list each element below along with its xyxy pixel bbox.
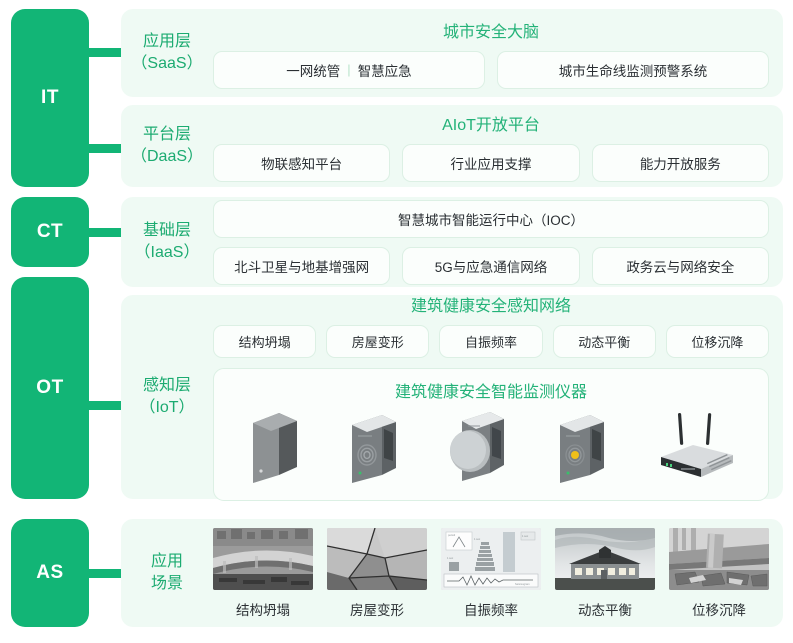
scene-item-4[interactable]: 动态平衡	[555, 527, 655, 619]
pill-iaas-ioc[interactable]: 智慧城市智能运行中心（IOC）	[213, 199, 769, 238]
pill-daas-1[interactable]: 物联感知平台	[213, 143, 391, 182]
card-scenarios: 应用 场景	[121, 519, 783, 627]
collapsed-overpass-image	[213, 527, 313, 590]
pill-row-iaas: 北斗卫星与地基增强网 5G与应急通信网络 政务云与网络安全	[213, 246, 769, 285]
house-at-dusk-image	[555, 527, 655, 590]
rail-block-ot[interactable]: OT	[11, 277, 89, 499]
card-iaas: 基础层 （IaaS） 智慧城市智能运行中心（IOC） 北斗卫星与地基增强网 5G…	[121, 197, 783, 287]
connector-it-saas	[89, 48, 125, 57]
card-title-daas: AIoT开放平台	[442, 116, 540, 134]
scene-item-3[interactable]: period 1 sec 1 sec 1 sec Seismogram 自振频率	[441, 527, 541, 619]
pill-row-saas: 一网统管 | 智慧应急 城市生命线监测预警系统	[213, 50, 769, 89]
layer-rail: IT CT OT AS	[11, 0, 89, 643]
sensor-box-dark-icon	[243, 405, 305, 490]
scene-caption-3: 自振频率	[464, 602, 518, 618]
tag-iot-4[interactable]: 动态平衡	[552, 324, 656, 358]
svg-text:1 sec: 1 sec	[522, 534, 529, 538]
svg-text:1 sec: 1 sec	[474, 537, 481, 541]
pill-row-daas: 物联感知平台 行业应用支撑 能力开放服务	[213, 143, 769, 182]
scene-caption-2: 房屋变形	[350, 602, 404, 618]
layer-label-saas: 应用层 （SaaS）	[131, 33, 203, 72]
rail-block-it[interactable]: IT	[11, 9, 89, 187]
layer-label-daas: 平台层 （DaaS）	[130, 126, 204, 165]
tag-iot-1[interactable]: 结构坍塌	[213, 324, 317, 358]
rail-label-it: IT	[41, 87, 59, 108]
layer-label-iaas: 基础层 （IaaS）	[134, 222, 200, 261]
pill-iaas-3[interactable]: 政务云与网络安全	[591, 246, 769, 285]
card-title-iot: 建筑健康安全感知网络	[410, 297, 571, 315]
pill-separator: |	[347, 62, 351, 77]
pill-daas-3[interactable]: 能力开放服务	[591, 143, 769, 182]
rail-block-as[interactable]: AS	[11, 519, 89, 627]
pill-saas-2[interactable]: 城市生命线监测预警系统	[497, 50, 769, 89]
scene-item-1[interactable]: 结构坍塌	[213, 527, 313, 619]
card-daas: 平台层 （DaaS） AIoT开放平台 物联感知平台 行业应用支撑 能力开放服务	[121, 105, 783, 187]
rail-label-as: AS	[36, 562, 64, 583]
connector-ct-iaas	[89, 228, 125, 237]
tag-iot-3[interactable]: 自振频率	[439, 324, 543, 358]
sensor-amber-led-icon	[552, 405, 614, 490]
pill-saas-1[interactable]: 一网统管 | 智慧应急	[213, 50, 485, 89]
svg-text:Seismogram: Seismogram	[515, 582, 530, 586]
pill-iaas-1[interactable]: 北斗卫星与地基增强网	[213, 246, 391, 285]
card-saas: 应用层 （SaaS） 城市安全大脑 一网统管 | 智慧应急 城市生命线监测预警系…	[121, 9, 783, 97]
layer-label-scenarios: 应用 场景	[150, 553, 183, 592]
device-row	[224, 406, 758, 490]
rail-block-ct[interactable]: CT	[11, 197, 89, 267]
scene-caption-1: 结构坍塌	[236, 602, 290, 618]
seismogram-diagram-image: period 1 sec 1 sec 1 sec Seismogram	[441, 527, 541, 590]
card-title-saas: 城市安全大脑	[442, 23, 539, 41]
scene-caption-4: 动态平衡	[578, 602, 632, 618]
rail-label-ct: CT	[36, 221, 64, 242]
connector-ot-iot	[89, 401, 125, 410]
tag-iot-2[interactable]: 房屋变形	[326, 324, 430, 358]
tag-row-iot: 结构坍塌 房屋变形 自振频率 动态平衡 位移沉降	[213, 324, 770, 358]
scene-item-5[interactable]: 位移沉降	[669, 527, 769, 619]
svg-text:1 sec: 1 sec	[447, 556, 454, 560]
pill-daas-2[interactable]: 行业应用支撑	[402, 143, 580, 182]
tag-iot-5[interactable]: 位移沉降	[665, 324, 770, 358]
connector-it-daas	[89, 144, 125, 153]
sensor-ripple-icon	[344, 405, 406, 490]
scene-row: 结构坍塌	[213, 527, 769, 619]
pill-saas-1-right: 智慧应急	[357, 63, 412, 79]
layer-label-iot: 感知层 （IoT）	[139, 377, 195, 416]
gateway-router-icon	[653, 405, 739, 490]
pill-iaas-2[interactable]: 5G与应急通信网络	[402, 246, 580, 285]
device-panel-title: 建筑健康安全智能监测仪器	[394, 383, 587, 401]
settled-column-image	[669, 527, 769, 590]
scene-item-2[interactable]: 房屋变形	[327, 527, 427, 619]
cracked-wall-image	[327, 527, 427, 590]
pill-saas-1-left: 一网统管	[286, 63, 341, 79]
scene-caption-5: 位移沉降	[692, 602, 746, 618]
svg-text:period: period	[448, 533, 456, 537]
device-panel: 建筑健康安全智能监测仪器	[213, 367, 769, 501]
card-iot: 感知层 （IoT） 建筑健康安全感知网络 结构坍塌 房屋变形 自振频率 动态平衡…	[121, 295, 783, 501]
rail-label-ot: OT	[36, 377, 64, 398]
connector-as-scene	[89, 569, 125, 578]
sensor-disc-icon	[444, 405, 514, 490]
